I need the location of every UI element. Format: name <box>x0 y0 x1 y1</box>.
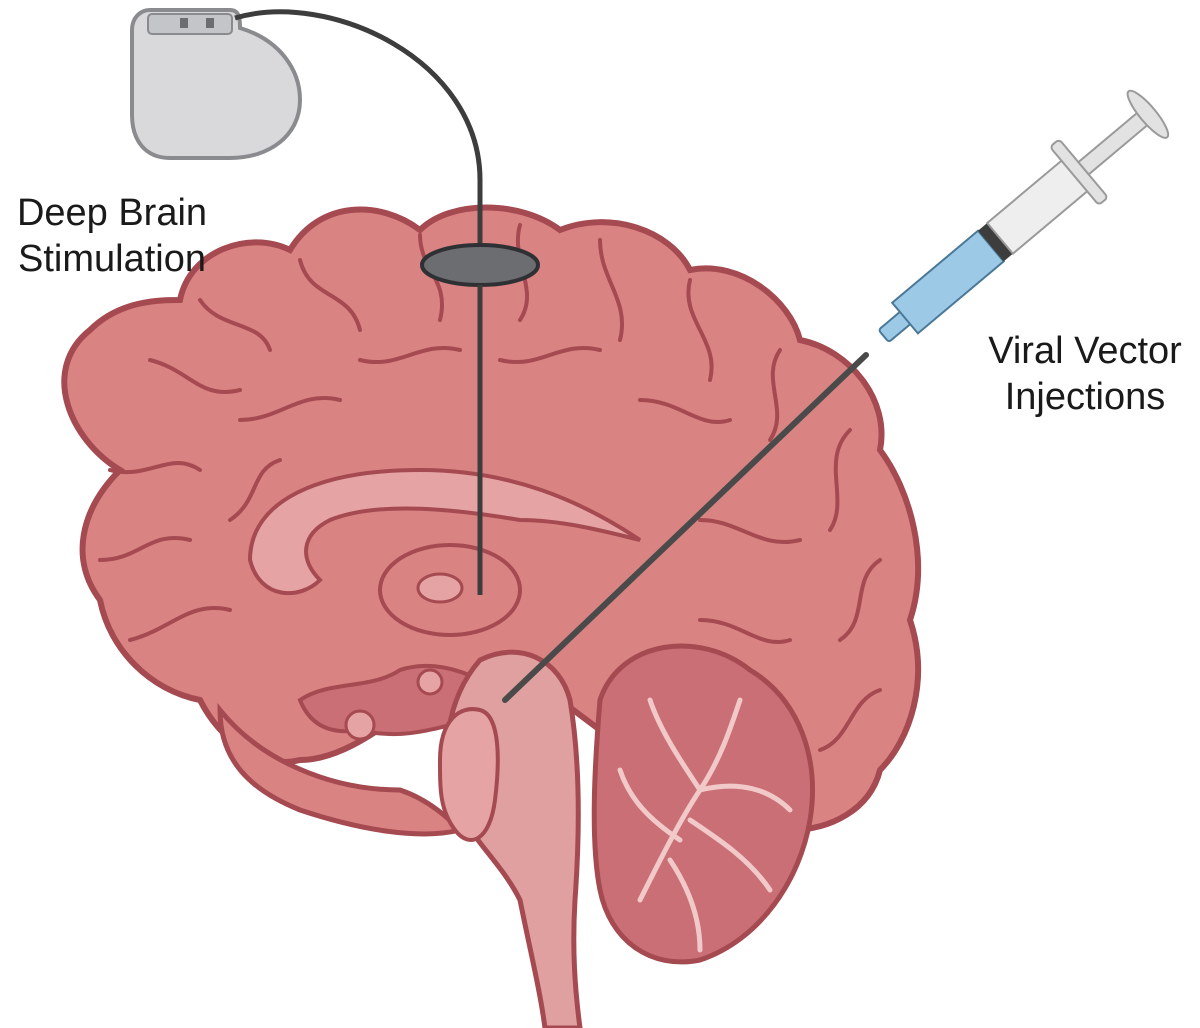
brain-sagittal-icon <box>61 204 922 1028</box>
pituitary <box>344 709 376 741</box>
stimulator-body <box>130 8 303 160</box>
pons <box>437 707 500 842</box>
electrode-lead <box>234 9 483 248</box>
syringe-icon <box>502 89 1170 703</box>
stimulator-header <box>147 13 233 35</box>
corpus-callosum <box>247 467 642 595</box>
pulse-generator-icon <box>130 8 303 160</box>
gyri-lines <box>98 223 882 752</box>
vv-label-line2: Injections <box>1004 376 1166 418</box>
dbs-label-line1: Deep Brain <box>16 192 208 234</box>
needle <box>502 352 869 703</box>
syringe-plunger-rod <box>1076 109 1152 176</box>
viral-vector-injections-label: Viral Vector Injections <box>972 328 1198 420</box>
syringe-thumb-rest <box>1126 89 1170 139</box>
mammillary-body <box>416 668 444 696</box>
thalamus-inner <box>416 572 464 604</box>
burr-hole-cap <box>420 243 540 287</box>
dbs-label-line2: Stimulation <box>18 238 206 280</box>
vv-label-line1: Viral Vector <box>988 330 1182 372</box>
arbor-vitae <box>617 697 793 953</box>
deep-brain-stimulation-label: Deep Brain Stimulation <box>4 190 220 282</box>
syringe-plunger-seal <box>977 223 1013 262</box>
syringe-barrel-fluid <box>890 229 1006 335</box>
